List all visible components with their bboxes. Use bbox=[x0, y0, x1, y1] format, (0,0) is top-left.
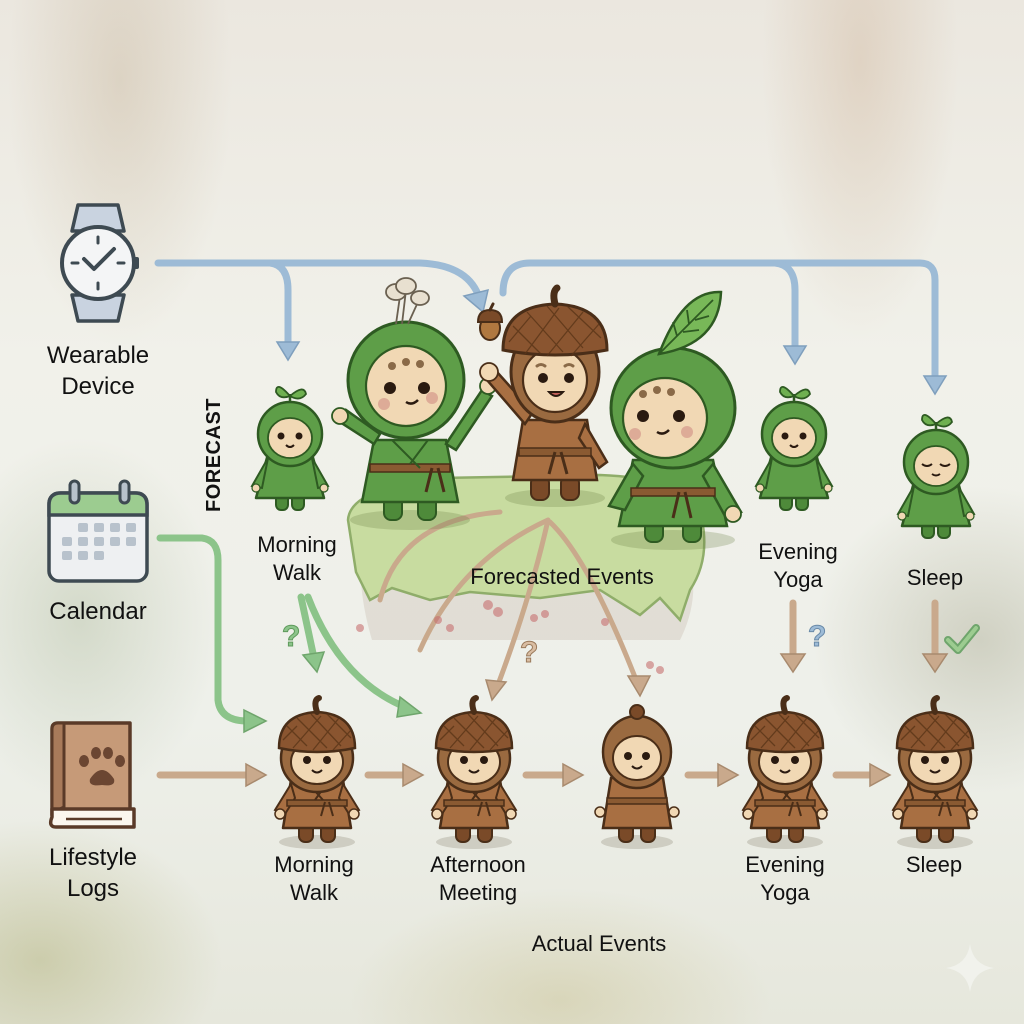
label-line: Evening bbox=[758, 539, 838, 564]
label-line: Calendar bbox=[49, 598, 147, 625]
uncertain-mark-afternoon-meeting: ? bbox=[520, 636, 538, 669]
actual-sleep-label: Sleep bbox=[906, 851, 962, 879]
small-acorn-icon bbox=[476, 302, 504, 341]
uncertain-mark-evening-yoga: ? bbox=[808, 620, 826, 653]
uncertain-mark-morning-walk: ? bbox=[282, 620, 300, 653]
label-line: Sleep bbox=[905, 852, 963, 877]
smartwatch-icon bbox=[60, 203, 139, 323]
actual-afternoon-meeting-label: Afternoon Meeting bbox=[430, 851, 525, 907]
actual-unlabeled-character bbox=[593, 703, 681, 851]
paw-journal-icon bbox=[48, 721, 136, 829]
label-line: Walk bbox=[272, 560, 322, 585]
calendar-arrows bbox=[156, 534, 409, 725]
wearable-device-label: Wearable Device bbox=[47, 340, 149, 402]
wearable-arrowheads bbox=[275, 288, 948, 396]
label-line: Wearable bbox=[46, 342, 150, 369]
actual-sleep-character bbox=[893, 698, 977, 849]
sparkle-icon bbox=[946, 944, 994, 992]
label-line: Yoga bbox=[773, 567, 823, 592]
calendar-arrowheads bbox=[243, 651, 423, 734]
label-line: Evening bbox=[745, 852, 825, 877]
calendar-label: Calendar bbox=[49, 598, 146, 626]
forecast-stump bbox=[346, 473, 706, 693]
check-icon bbox=[944, 624, 980, 654]
forecast-section-label: FORECAST bbox=[203, 398, 225, 512]
label-line: Device bbox=[61, 373, 135, 400]
label-line: Morning bbox=[274, 852, 354, 877]
label-line: Morning bbox=[257, 532, 337, 557]
forecast-actual-vertical-arrowheads bbox=[779, 653, 949, 674]
forecasted-events-label: Forecasted Events bbox=[470, 564, 654, 589]
forecast-morning-walk-label: Morning Walk bbox=[257, 531, 336, 587]
lifestyle-logs-label: Lifestyle Logs bbox=[49, 842, 137, 904]
label-line: Lifestyle bbox=[48, 844, 138, 871]
calendar-icon bbox=[47, 479, 149, 583]
label-line: Sleep bbox=[906, 565, 964, 590]
actual-morning-walk-label: Morning Walk bbox=[274, 851, 353, 907]
forecast-to-actual-arrowheads bbox=[484, 675, 652, 702]
actual-morning-walk-character bbox=[275, 698, 359, 849]
actual-sequence-arrowheads bbox=[245, 762, 892, 788]
forecast-sleep-character bbox=[896, 413, 976, 540]
label-line: Yoga bbox=[760, 880, 810, 905]
forecast-morning-walk-character bbox=[250, 385, 330, 512]
label-line: Afternoon bbox=[430, 852, 526, 877]
green-mushroom-character bbox=[331, 277, 497, 530]
forecast-evening-yoga-label: Evening Yoga bbox=[758, 538, 838, 594]
forecast-actual-vertical-arrows bbox=[789, 599, 939, 660]
actual-evening-yoga-label: Evening Yoga bbox=[745, 851, 825, 907]
label-line: Walk bbox=[289, 880, 339, 905]
actual-evening-yoga-character bbox=[743, 698, 827, 849]
actual-events-label: Actual Events bbox=[531, 931, 667, 956]
brown-acorn-leader-character bbox=[479, 284, 609, 507]
forecast-evening-yoga-character bbox=[754, 385, 834, 512]
actual-afternoon-meeting-character bbox=[432, 698, 516, 849]
green-leaf-character bbox=[607, 290, 743, 550]
forecast-sleep-label: Sleep bbox=[907, 564, 963, 592]
label-line: Meeting bbox=[438, 880, 518, 905]
label-line: Logs bbox=[66, 875, 120, 902]
